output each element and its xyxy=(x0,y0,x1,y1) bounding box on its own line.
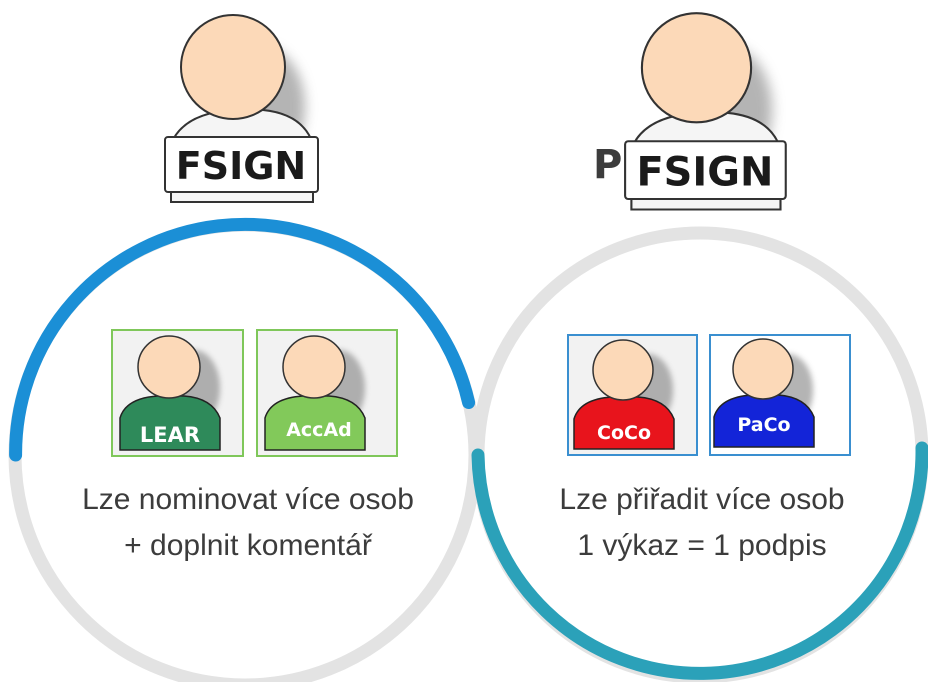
right-ring xyxy=(471,226,928,682)
user-head-icon xyxy=(137,335,201,399)
fsign-badge xyxy=(164,136,319,193)
fsign-user-icon: FSIGN xyxy=(164,14,319,203)
user-head-icon xyxy=(282,335,346,399)
user-body-icon xyxy=(264,395,366,451)
right-caption-line-1: Lze přiřadit více osob xyxy=(559,483,844,516)
accad-label: AccAd xyxy=(286,419,352,441)
coco-label: CoCo xyxy=(597,422,651,444)
p-fsign-label: FSIGN xyxy=(636,149,773,195)
coco-role-tile: CoCo xyxy=(567,334,698,456)
left-ring xyxy=(8,217,482,682)
user-head-icon xyxy=(592,339,654,401)
user-body-icon xyxy=(119,395,221,451)
p-fsign-user-icon: FSIGN xyxy=(624,12,787,211)
right-caption-line-2: 1 výkaz = 1 podpis xyxy=(577,529,826,562)
accad-role-tile: AccAd xyxy=(256,329,398,457)
user-head-icon xyxy=(732,338,794,400)
paco-role-tile: PaCo xyxy=(709,334,851,456)
lear-role-tile: LEAR xyxy=(111,329,244,457)
left-ring-progress-arc xyxy=(9,217,476,462)
user-body-icon xyxy=(573,396,675,450)
paco-label: PaCo xyxy=(737,414,790,436)
left-caption-line-2: + doplnit komentář xyxy=(124,529,373,562)
left-caption-line-1: Lze nominovat více osob xyxy=(82,483,414,516)
fsign-badge xyxy=(624,140,787,201)
user-head-icon xyxy=(180,14,286,120)
fsign-prefix-label: P xyxy=(593,142,622,188)
lear-label: LEAR xyxy=(140,423,200,447)
user-head-icon xyxy=(640,12,753,124)
right-ring-progress-arc xyxy=(471,441,928,681)
fsign-label: FSIGN xyxy=(176,144,306,188)
